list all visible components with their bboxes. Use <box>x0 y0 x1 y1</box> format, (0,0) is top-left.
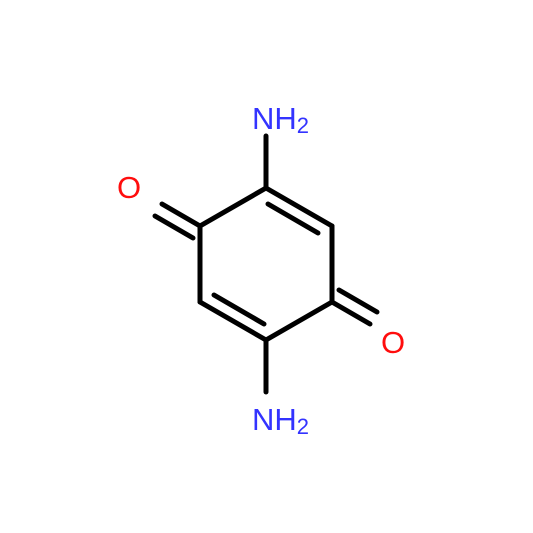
bond-c6-c1 <box>197 185 269 229</box>
bond-c3-o-right-b <box>336 287 380 315</box>
oxygen-right-label: O <box>381 325 405 360</box>
bond-c4-c5-inner <box>211 292 267 327</box>
oxygen-left-label: O <box>117 170 141 205</box>
amino-bottom-label: NH2 <box>252 402 309 439</box>
bond-c4-c5 <box>197 299 269 343</box>
bond-c3-o-right-a <box>329 299 373 327</box>
amino-top-label: NH2 <box>252 101 309 138</box>
bond-c1-c2 <box>263 185 335 229</box>
bond-c3-c4 <box>263 299 335 343</box>
bond-c6-o-left-b <box>152 213 196 241</box>
bond-c6-o-left-a <box>159 201 203 229</box>
bond-c1-c2-inner <box>265 201 321 236</box>
